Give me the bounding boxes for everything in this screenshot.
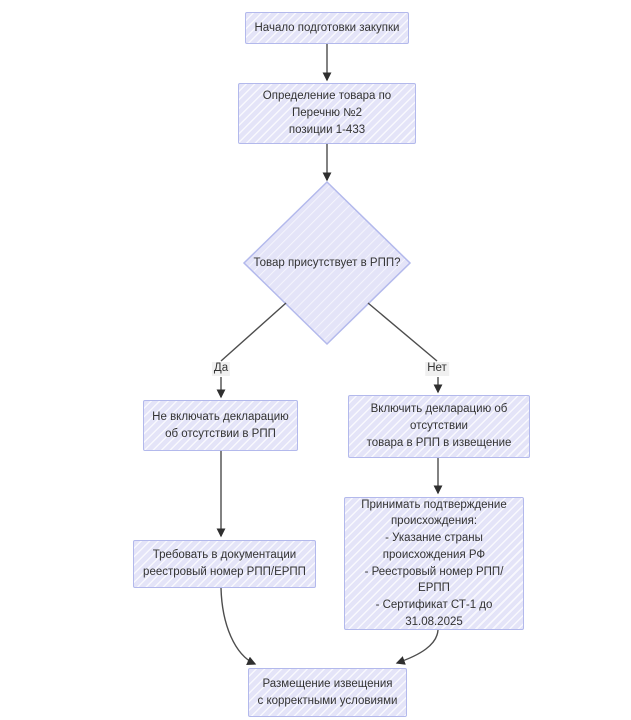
node-include-declaration-label: Включить декларацию об отсутствии товара… bbox=[366, 403, 512, 449]
node-define-product: Определение товара по Перечню №2 позиции… bbox=[238, 83, 416, 144]
node-accept-confirmation-label: Принимать подтверждение происхождения: -… bbox=[361, 498, 507, 628]
node-include-declaration: Включить декларацию об отсутствии товара… bbox=[348, 395, 530, 458]
node-decision-label: Товар присутствует в РПП? bbox=[247, 250, 407, 276]
node-end: Размещение извещения с корректными услов… bbox=[248, 668, 407, 717]
node-require-registry-number: Требовать в документации реестровый номе… bbox=[133, 540, 316, 588]
node-accept-confirmation: Принимать подтверждение происхождения: -… bbox=[344, 497, 524, 630]
edge-label-no: Нет bbox=[425, 362, 449, 376]
edge-accept-to-end bbox=[395, 629, 439, 665]
node-no-declaration-label: Не включать декларацию об отсутствии в Р… bbox=[152, 410, 289, 440]
edge-label-yes: Да bbox=[211, 362, 231, 376]
node-define-product-label: Определение товара по Перечню №2 позиции… bbox=[262, 90, 392, 136]
edge-require-number-to-end bbox=[220, 587, 257, 665]
node-end-label: Размещение извещения с корректными услов… bbox=[257, 677, 398, 707]
node-no-declaration: Не включать декларацию об отсутствии в Р… bbox=[143, 400, 298, 451]
edge-decision-yes-diagonal bbox=[220, 302, 287, 362]
node-require-registry-number-label: Требовать в документации реестровый номе… bbox=[143, 549, 306, 578]
node-start: Начало подготовки закупки bbox=[245, 12, 409, 44]
node-start-label: Начало подготовки закупки bbox=[254, 21, 400, 34]
decision-question-text: Товар присутствует в РПП? bbox=[253, 256, 401, 269]
edge-decision-no-diagonal bbox=[367, 302, 438, 362]
